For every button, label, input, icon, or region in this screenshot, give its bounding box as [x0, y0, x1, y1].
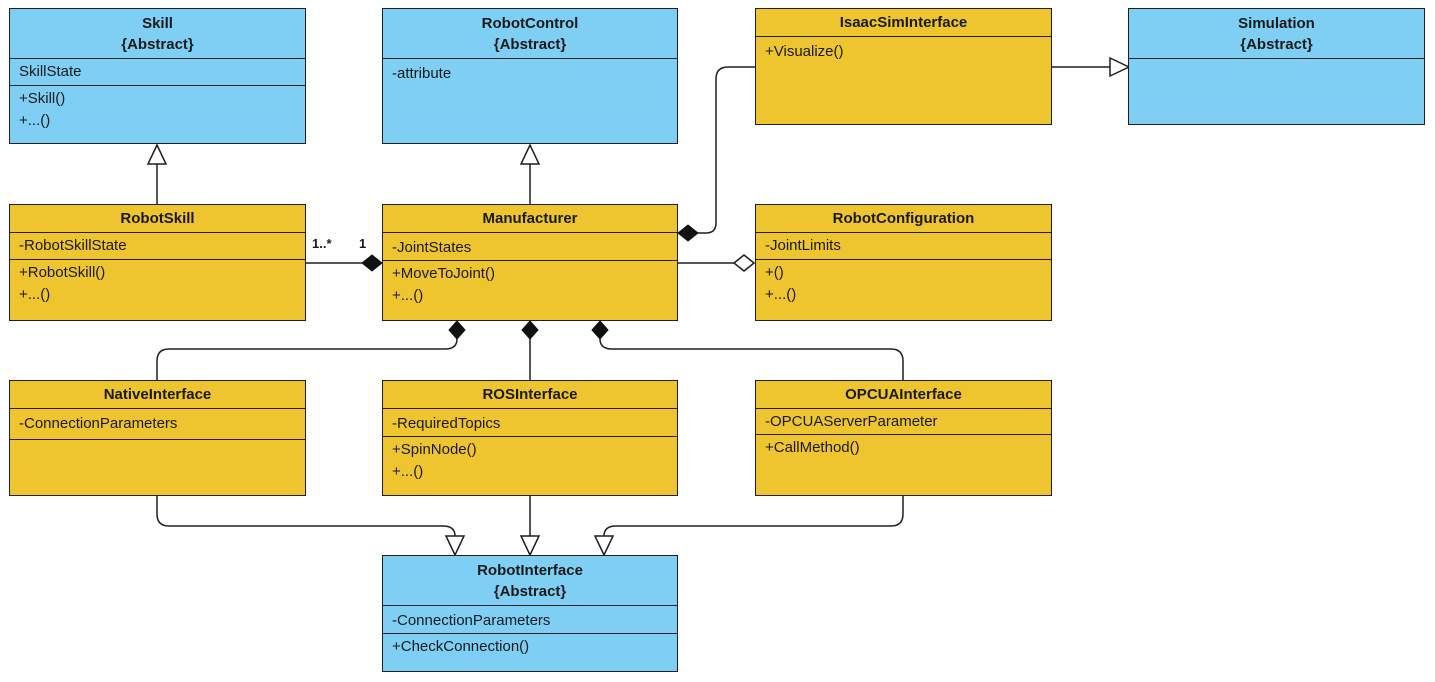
attributes-section: SkillState — [10, 59, 305, 85]
method: +...() — [392, 287, 424, 304]
class-name: Simulation — [1238, 14, 1315, 32]
attributes-section: -JointLimits — [756, 233, 1051, 259]
composition-diamond — [448, 320, 466, 340]
method: +CheckConnection() — [392, 638, 530, 655]
class-name: Skill — [142, 14, 173, 32]
method: +...() — [19, 112, 51, 129]
attribute: -RequiredTopics — [392, 415, 501, 432]
class-native-interface[interactable]: NativeInterface -ConnectionParameters — [9, 380, 306, 496]
attributes-section: -OPCUAServerParameter — [756, 409, 1051, 434]
attribute: -ConnectionParameters — [392, 612, 551, 629]
composition-diamond — [361, 254, 383, 272]
class-stereotype: {Abstract} — [1240, 35, 1313, 53]
method: +Skill() — [19, 90, 66, 107]
class-stereotype: {Abstract} — [121, 35, 194, 53]
composition-diamond — [521, 320, 539, 340]
generalization-arrowhead — [519, 143, 541, 165]
method: +...() — [392, 463, 424, 480]
class-header: Skill {Abstract} — [10, 9, 305, 59]
class-header: IsaacSimInterface — [756, 9, 1051, 37]
edge-native-robotinterface — [156, 495, 456, 537]
class-name: Manufacturer — [482, 210, 578, 227]
attribute: -ConnectionParameters — [19, 415, 178, 432]
attributes-section: -RobotSkillState — [10, 233, 305, 259]
class-skill[interactable]: Skill {Abstract} SkillState +Skill() +..… — [9, 8, 306, 144]
class-header: ROSInterface — [383, 381, 677, 409]
attributes-section: -RequiredTopics — [383, 409, 677, 436]
composition-diamond — [677, 224, 699, 242]
method: +CallMethod() — [765, 439, 860, 456]
attribute: SkillState — [19, 63, 82, 80]
generalization-arrowhead — [519, 535, 541, 557]
class-manufacturer[interactable]: Manufacturer -JointStates +MoveToJoint()… — [382, 204, 678, 321]
attribute: -JointStates — [392, 239, 472, 256]
class-name: RobotSkill — [120, 210, 195, 227]
methods-section: +RobotSkill() +...() — [10, 259, 305, 320]
attribute: -OPCUAServerParameter — [765, 413, 938, 430]
class-ros-interface[interactable]: ROSInterface -RequiredTopics +SpinNode()… — [382, 380, 678, 496]
generalization-arrowhead — [444, 535, 466, 557]
class-header: RobotConfiguration — [756, 205, 1051, 233]
class-header: OPCUAInterface — [756, 381, 1051, 409]
class-name: RobotInterface — [477, 561, 583, 579]
class-robot-skill[interactable]: RobotSkill -RobotSkillState +RobotSkill(… — [9, 204, 306, 321]
method: +...() — [19, 286, 51, 303]
attribute: -RobotSkillState — [19, 237, 127, 254]
edge-opcua-manufacturer — [599, 338, 904, 380]
class-header: Simulation {Abstract} — [1129, 9, 1424, 59]
attributes-section: -ConnectionParameters — [10, 409, 305, 439]
methods-section: +MoveToJoint() +...() — [383, 260, 677, 320]
composition-diamond — [591, 320, 609, 340]
method: +RobotSkill() — [19, 264, 106, 281]
class-stereotype: {Abstract} — [493, 35, 567, 53]
class-name: IsaacSimInterface — [839, 14, 968, 31]
attributes-section: -ConnectionParameters — [383, 606, 677, 633]
class-name: OPCUAInterface — [845, 386, 962, 403]
methods-section: +SpinNode() +...() — [383, 436, 677, 495]
class-simulation[interactable]: Simulation {Abstract} — [1128, 8, 1425, 125]
aggregation-diamond — [732, 254, 756, 272]
class-header: Manufacturer — [383, 205, 677, 233]
edge-opcua-robotinterface — [603, 495, 904, 537]
class-name: RobotConfiguration — [832, 210, 975, 227]
attributes-section — [1129, 59, 1424, 124]
methods-section: +CheckConnection() — [383, 633, 677, 671]
multiplicity-label: 1 — [359, 236, 367, 251]
class-name: ROSInterface — [482, 386, 578, 403]
multiplicity-label: 1..* — [312, 236, 332, 251]
class-name: RobotControl — [481, 14, 579, 32]
methods-section — [10, 439, 305, 495]
class-robot-interface[interactable]: RobotInterface {Abstract} -ConnectionPar… — [382, 555, 678, 672]
class-robot-configuration[interactable]: RobotConfiguration -JointLimits +() +...… — [755, 204, 1052, 321]
method: +SpinNode() — [392, 441, 477, 458]
class-opcua-interface[interactable]: OPCUAInterface -OPCUAServerParameter +Ca… — [755, 380, 1052, 496]
class-stereotype: {Abstract} — [493, 582, 567, 600]
class-isaac-sim-interface[interactable]: IsaacSimInterface +Visualize() — [755, 8, 1052, 125]
method: +MoveToJoint() — [392, 265, 495, 282]
class-header: RobotControl {Abstract} — [383, 9, 677, 59]
attributes-section: -attribute — [383, 59, 677, 143]
attribute: -attribute — [392, 65, 452, 82]
class-header: NativeInterface — [10, 381, 305, 409]
attributes-section: -JointStates — [383, 233, 677, 260]
class-header: RobotInterface {Abstract} — [383, 556, 677, 606]
method: +Visualize() — [765, 43, 844, 60]
class-name: NativeInterface — [103, 386, 212, 403]
methods-section: +CallMethod() — [756, 434, 1051, 495]
edge-manufacturer-isaac — [697, 66, 756, 234]
generalization-arrowhead — [146, 143, 168, 165]
methods-section: +() +...() — [756, 259, 1051, 320]
generalization-arrowhead — [1109, 56, 1131, 78]
edge-native-manufacturer — [156, 338, 458, 380]
methods-section: +Visualize() — [756, 37, 1051, 124]
class-header: RobotSkill — [10, 205, 305, 233]
attribute: -JointLimits — [765, 237, 841, 254]
methods-section: +Skill() +...() — [10, 85, 305, 143]
generalization-arrowhead — [593, 535, 615, 557]
method: +...() — [765, 286, 797, 303]
method: +() — [765, 264, 784, 281]
class-robot-control[interactable]: RobotControl {Abstract} -attribute — [382, 8, 678, 144]
